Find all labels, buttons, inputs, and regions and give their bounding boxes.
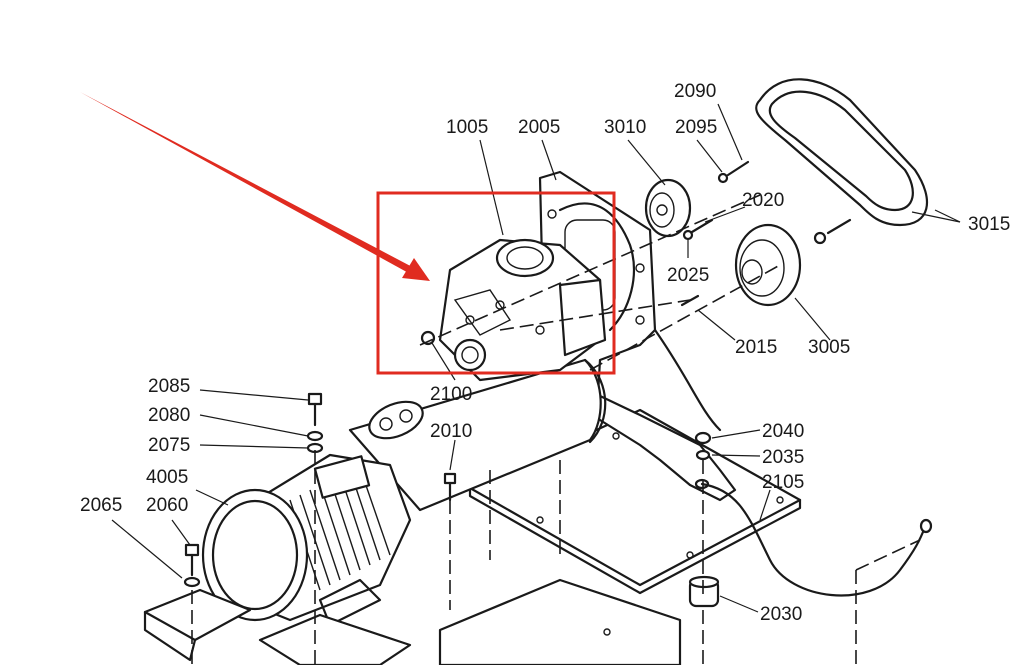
drive-belt: [755, 78, 929, 227]
label-2100: 2100: [430, 384, 472, 405]
highlight-box: [376, 191, 616, 375]
label-2030: 2030: [760, 604, 802, 625]
highlight-annotation: [80, 92, 616, 375]
leader-lines: [111, 103, 961, 613]
label-2035: 2035: [762, 447, 804, 468]
assembly-centerlines: [191, 194, 921, 665]
label-2105: 2105: [762, 472, 804, 493]
label-3005: 3005: [808, 337, 850, 358]
label-2090: 2090: [674, 81, 716, 102]
label-2040: 2040: [762, 421, 804, 442]
label-2025: 2025: [667, 265, 709, 286]
label-2020: 2020: [742, 190, 784, 211]
part-labels: 1005 2005 3010 2095 2090 2020 3015 2025 …: [80, 81, 1010, 625]
motor-rails: [143, 578, 682, 665]
large-pulley: [734, 223, 802, 307]
label-2085: 2085: [148, 376, 190, 397]
label-2010: 2010: [430, 421, 472, 442]
label-3015: 3015: [968, 214, 1010, 235]
red-arrow-icon: [80, 92, 418, 276]
label-3010: 3010: [604, 117, 646, 138]
label-2075: 2075: [148, 435, 190, 456]
red-arrowhead-icon: [402, 258, 430, 281]
label-2095: 2095: [675, 117, 717, 138]
label-2015: 2015: [735, 337, 777, 358]
motor-body: [348, 358, 607, 512]
fasteners: [183, 160, 933, 608]
label-2060: 2060: [146, 495, 188, 516]
electric-motor: [201, 453, 412, 627]
small-pulley: [644, 178, 692, 238]
label-4005: 4005: [146, 467, 188, 488]
label-1005: 1005: [446, 117, 488, 138]
label-2065: 2065: [80, 495, 122, 516]
label-2005: 2005: [518, 117, 560, 138]
label-2080: 2080: [148, 405, 190, 426]
